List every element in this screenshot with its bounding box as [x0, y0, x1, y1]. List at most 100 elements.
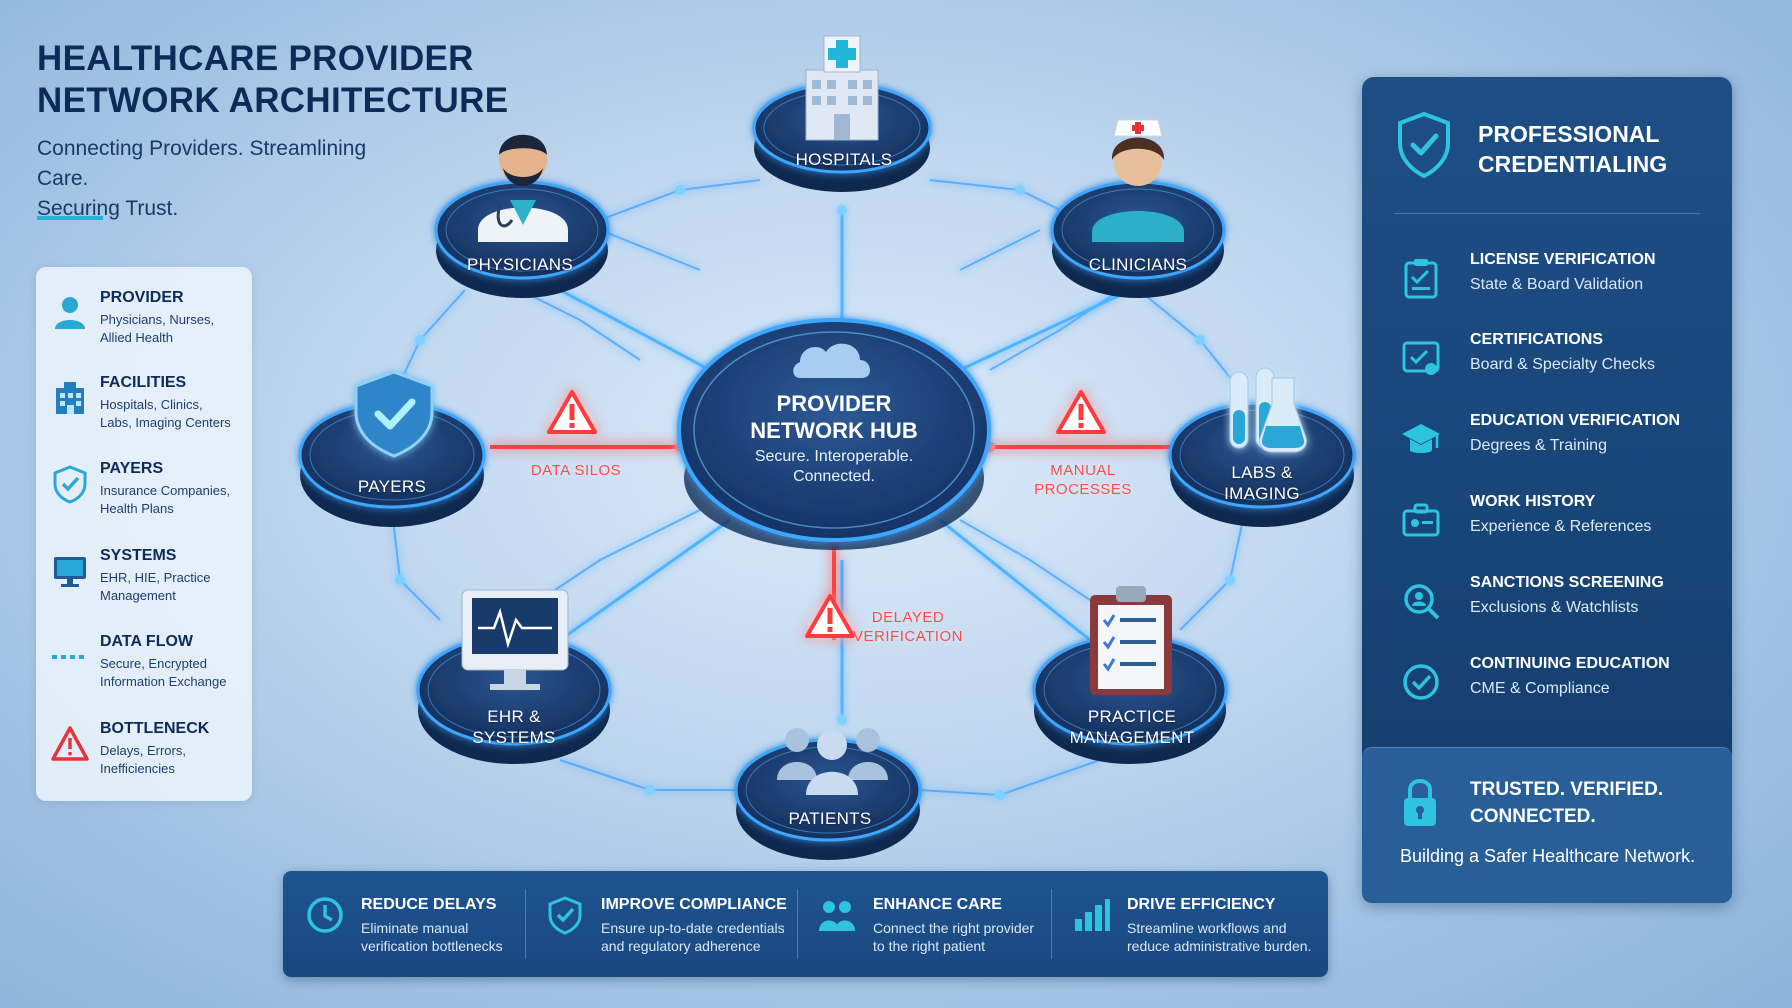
legend-panel: PROVIDER Physicians, Nurses,Allied Healt… [36, 267, 252, 801]
hub-subtitle: Secure. Interoperable.Connected. [754, 448, 914, 485]
bottleneck-label-data-silos: DATA SILOS [530, 462, 622, 479]
legend-item-payers: PAYERS Insurance Companies,Health Plans [36, 460, 252, 540]
network-nodes [298, 82, 1356, 860]
benefit-divider [525, 889, 526, 959]
clock-icon [307, 897, 343, 933]
page-title: HEALTHCARE PROVIDER NETWORK ARCHITECTURE [37, 38, 508, 122]
legend-desc: Hospitals, Clinics,Labs, Imaging Centers [100, 397, 231, 430]
node-label-ehr: EHR &SYSTEMS [472, 707, 556, 747]
clipboard-checklist-icon [1090, 586, 1172, 695]
search-icon [1404, 584, 1440, 620]
node-platform-payers [298, 401, 486, 527]
credential-desc: Board & Specialty Checks [1470, 356, 1655, 373]
benefit-divider [797, 889, 798, 959]
legend-name: FACILITIES [100, 374, 187, 391]
title-line-2: NETWORK ARCHITECTURE [37, 81, 509, 120]
bar-chart-icon [1075, 899, 1110, 931]
credential-item-work-history: WORK HISTORY Experience & References [1362, 493, 1732, 563]
people-icon [819, 901, 855, 931]
credential-desc: State & Board Validation [1470, 276, 1644, 293]
building-icon [56, 382, 84, 414]
hospital-building-icon [805, 35, 879, 141]
credential-name: SANCTIONS SCREENING [1470, 574, 1664, 591]
shield-check-icon [548, 896, 582, 935]
node-label-clinicians: CLINICIANS [1088, 255, 1188, 274]
badge-check-icon [1403, 664, 1439, 700]
title-underline [37, 216, 103, 220]
legend-name: PAYERS [100, 460, 164, 477]
title-line-1: HEALTHCARE PROVIDER [37, 39, 474, 78]
legend-desc: Delays, Errors,Inefficiencies [100, 743, 186, 776]
credential-desc: Exclusions & Watchlists [1470, 599, 1639, 616]
credentialing-footer: TRUSTED. VERIFIED.CONNECTED. Building a … [1362, 747, 1732, 903]
warning-icon-data-silos [547, 390, 597, 434]
warning-icon [51, 726, 89, 761]
subtitle-line-1: Connecting Providers. Streamlining Care. [37, 137, 367, 190]
graduation-cap-icon [1402, 424, 1440, 453]
credential-name: EDUCATION VERIFICATION [1470, 412, 1681, 429]
credential-item-certifications: CERTIFICATIONS Board & Specialty Checks [1362, 331, 1732, 401]
node-label-labs: LABS &IMAGING [1224, 463, 1300, 503]
warning-icon-manual-processes [1056, 390, 1106, 434]
ehr-monitor-icon [461, 589, 569, 690]
person-icon [55, 297, 85, 329]
page-subtitle: Connecting Providers. Streamlining Care.… [37, 134, 417, 224]
credential-name: LICENSE VERIFICATION [1470, 251, 1656, 268]
node-label-patients: PATIENTS [788, 809, 872, 828]
lab-test-tubes-icon [1229, 367, 1307, 453]
benefit-improve-compliance: IMPROVE COMPLIANCE Ensure up-to-date cre… [523, 871, 795, 977]
credential-name: WORK HISTORY [1470, 493, 1596, 510]
benefit-name: REDUCE DELAYS [361, 896, 497, 913]
legend-item-facilities: FACILITIES Hospitals, Clinics,Labs, Imag… [36, 374, 252, 454]
node-label-payers: PAYERS [357, 477, 427, 496]
monitor-icon [54, 557, 86, 587]
legend-item-bottleneck: BOTTLENECK Delays, Errors,Inefficiencies [36, 720, 252, 800]
legend-name: SYSTEMS [100, 547, 177, 564]
legend-desc: Insurance Companies,Health Plans [100, 483, 231, 516]
legend-name: DATA FLOW [100, 633, 194, 650]
credential-desc: CME & Compliance [1470, 680, 1610, 697]
dashed-line-icon [52, 655, 88, 659]
hub-spokes [559, 210, 1121, 720]
node-platform-labs [1168, 401, 1356, 527]
benefit-name: DRIVE EFFICIENCY [1127, 896, 1276, 913]
legend-item-provider: PROVIDER Physicians, Nurses,Allied Healt… [36, 289, 252, 369]
legend-name: PROVIDER [100, 289, 184, 306]
physician-avatar-icon [478, 134, 568, 242]
footer-subtitle: Building a Safer Healthcare Network. [1400, 846, 1696, 866]
certificate-icon [1402, 341, 1440, 375]
benefit-name: ENHANCE CARE [873, 896, 1002, 913]
shield-check-icon [1398, 111, 1450, 179]
benefit-name: IMPROVE COMPLIANCE [601, 896, 787, 913]
cloud-icon [793, 343, 871, 378]
patients-group-icon [777, 728, 888, 795]
benefit-drive-efficiency: DRIVE EFFICIENCY Streamline workflows an… [1049, 871, 1328, 977]
lock-icon [1404, 779, 1436, 826]
shield-check-icon [53, 465, 87, 504]
nurse-avatar-icon [1092, 119, 1184, 242]
credential-name: CONTINUING EDUCATION [1470, 655, 1670, 672]
license-icon [1404, 259, 1438, 299]
payer-shield-icon [354, 370, 434, 458]
subtitle-line-2: Securing Trust. [37, 197, 179, 220]
credentialing-divider [1394, 213, 1700, 214]
node-label-hospitals: HOSPITALS [795, 150, 893, 169]
credential-item-sanctions: SANCTIONS SCREENING Exclusions & Watchli… [1362, 574, 1732, 644]
credential-name: CERTIFICATIONS [1470, 331, 1604, 348]
credential-desc: Experience & References [1470, 518, 1652, 535]
